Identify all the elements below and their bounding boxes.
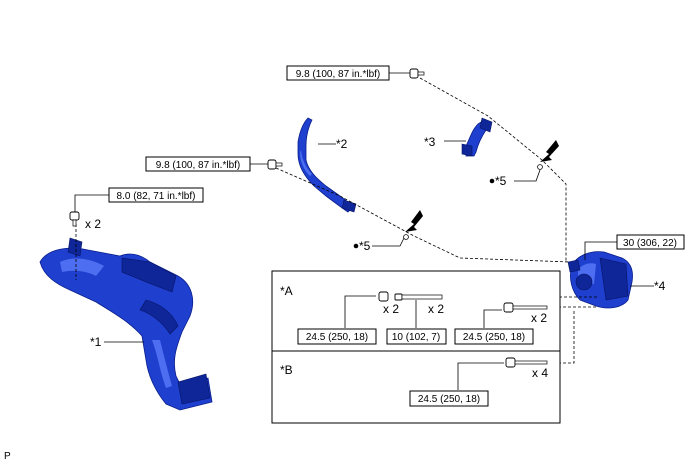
part-hose-2: [297, 117, 357, 213]
torque-callout-b1: 24.5 (250, 18): [409, 390, 489, 407]
quantity-a-bolt-1: x 2: [383, 302, 399, 316]
dot-marker-5-lower: [353, 243, 359, 249]
bolt-part1: [69, 211, 80, 227]
label-part-5-upper: *5: [495, 174, 507, 188]
label-part-1: *1: [90, 335, 102, 349]
corner-code: P: [4, 451, 11, 462]
quantity-part1-bolts: x 2: [85, 217, 101, 231]
torque-value: 8.0 (82, 71 in.*lbf): [117, 191, 196, 202]
torque-value: 30 (306, 22): [623, 238, 677, 249]
section-label-a: *A: [280, 284, 293, 298]
part-compressor: [567, 251, 633, 309]
torque-value: 24.5 (250, 18): [463, 332, 525, 343]
section-label-b: *B: [280, 363, 293, 377]
torque-callout-a2: 10 (102, 7): [386, 328, 447, 345]
torque-value: 10 (102, 7): [392, 332, 440, 343]
label-part-5-lower: *5: [359, 239, 371, 253]
bolt-a-3: [503, 302, 548, 313]
torque-value: 9.8 (100, 87 in.*lbf): [156, 160, 241, 171]
torque-callout-2: 9.8 (100, 87 in.*lbf): [145, 156, 251, 172]
torque-callout-a3: 24.5 (250, 18): [454, 328, 534, 345]
dot-marker-5-upper: [489, 178, 495, 184]
torque-callout-3: 9.8 (100, 87 in.*lbf): [286, 65, 390, 81]
arrow-upper: [537, 140, 559, 170]
part-hose-3: [461, 117, 493, 157]
label-part-3: *3: [424, 135, 436, 149]
label-part-2: *2: [336, 137, 348, 151]
bolt-part3: [409, 68, 425, 79]
bolt-part2: [267, 159, 283, 170]
bolt-a-2: [394, 293, 443, 301]
torque-value: 24.5 (250, 18): [418, 394, 480, 405]
torque-value: 24.5 (250, 18): [306, 332, 368, 343]
label-part-4: *4: [654, 279, 666, 293]
leader-lines: [74, 72, 654, 343]
torque-value: 9.8 (100, 87 in.*lbf): [296, 69, 381, 80]
torque-callout-4: 30 (306, 22): [616, 234, 685, 250]
bolt-b-1: [505, 357, 548, 368]
quantity-a-bolt-3: x 2: [531, 311, 547, 325]
arrow-lower: [403, 210, 423, 240]
torque-callout-a1: 24.5 (250, 18): [297, 328, 377, 345]
torque-callout-1: 8.0 (82, 71 in.*lbf): [108, 187, 204, 203]
bolt-a-1: [378, 291, 389, 302]
quantity-a-bolt-2: x 2: [428, 302, 444, 316]
inset-panel: *A *B 24.5 (250, 18) 10 (102: [271, 270, 561, 424]
part-air-duct: [39, 237, 213, 411]
quantity-b-bolt-1: x 4: [532, 366, 548, 380]
